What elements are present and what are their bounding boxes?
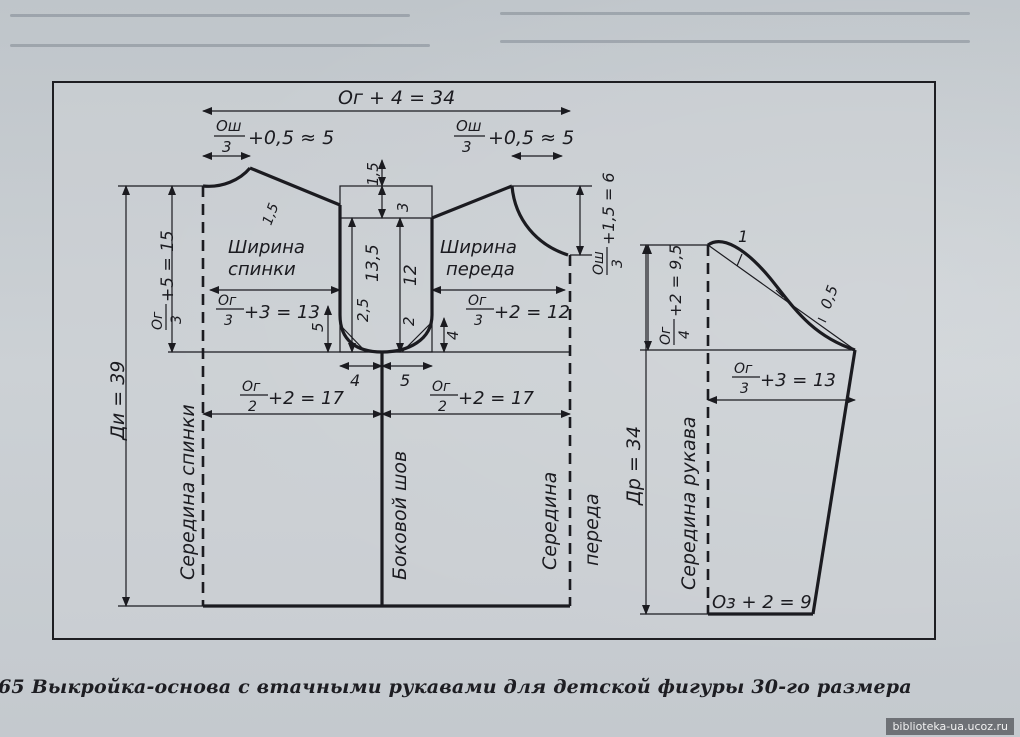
label-den4-cap: 4	[677, 330, 693, 339]
label-dim-5-bottom: 5	[400, 371, 410, 390]
label-den3-depth: 3	[169, 315, 185, 324]
label-og-num-hb: Ог	[242, 379, 261, 395]
label-den3-front: 3	[462, 138, 472, 156]
label-og-num-depth: Ог	[150, 311, 166, 330]
label-den2-hb: 2	[248, 399, 257, 415]
label-back-width-1: Ширина	[228, 237, 305, 258]
front-shoulder	[431, 184, 513, 220]
label-back-width-formula: +3 = 13	[244, 302, 320, 323]
label-den3-drop: 3	[610, 259, 626, 268]
label-og-num-sw: Ог	[734, 361, 753, 377]
bleed-text-line	[10, 14, 410, 17]
label-og-num-hf: Ог	[432, 379, 451, 395]
armhole-diag-l	[339, 324, 367, 353]
label-dim-2-5: 2,5	[354, 298, 372, 322]
label-den3-sw: 3	[740, 381, 749, 397]
label-front-width-1: Ширина	[440, 237, 517, 258]
sleeve-cap-chord	[707, 244, 856, 351]
label-sleeve-bottom: Оз + 2 = 9	[712, 592, 812, 613]
label-back-width-2: спинки	[228, 259, 296, 280]
label-front-width-2: переда	[446, 259, 515, 280]
label-dim-4-right: 4	[444, 330, 462, 340]
label-shoulder-slope-back: 1,5	[260, 201, 283, 227]
label-armhole-depth: +5 = 15	[158, 230, 178, 302]
label-dim-4-bottom: 4	[350, 371, 360, 390]
label-dim-2: 2	[400, 316, 418, 326]
label-hip-front: +2 = 17	[458, 388, 535, 409]
label-den3-fw: 3	[474, 313, 483, 329]
label-os-num-back: Ош	[216, 117, 242, 135]
label-cap-mark-05: 0,5	[817, 283, 842, 312]
cap-tick-2	[775, 289, 784, 298]
label-dim-12: 12	[401, 264, 421, 286]
watermark: biblioteka-ua.ucoz.ru	[886, 718, 1014, 735]
label-dim-5-left: 5	[309, 322, 327, 332]
label-side-seam: Боковой шов	[389, 451, 411, 580]
sleeve-outline	[707, 240, 857, 616]
label-hip-back: +2 = 17	[268, 388, 345, 409]
figure-caption: 65 Выкройка-основа с втачными рукавами д…	[0, 676, 912, 698]
figure-frame	[52, 81, 936, 640]
front-neckline	[510, 185, 569, 257]
label-og-num-fw: Ог	[468, 293, 487, 309]
label-den3-back: 3	[222, 138, 232, 156]
label-front-center-2: переда	[581, 493, 603, 566]
label-og-num-bw: Ог	[218, 293, 237, 309]
cap-tick-05	[817, 317, 827, 323]
label-sleeve-width: +3 = 13	[760, 370, 836, 391]
bleed-text-line	[10, 44, 430, 47]
label-os-num-drop: Ош	[591, 251, 607, 275]
label-shoulder-drop: +1,5 = 6	[599, 172, 618, 245]
label-sleeve-length: Др = 34	[623, 426, 645, 506]
label-length: Ди = 39	[107, 361, 129, 441]
label-os-num-front: Ош	[456, 117, 482, 135]
armhole-box	[339, 185, 433, 353]
label-front-width-formula: +2 = 12	[494, 302, 570, 323]
label-neck-back: +0,5 ≈ 5	[248, 127, 334, 149]
sleeve-cap-curve	[707, 240, 856, 352]
label-dim-1-5: 1,5	[364, 162, 382, 186]
bleed-text-line	[500, 12, 970, 15]
sleeve-underarm	[811, 349, 857, 615]
label-front-center-1: Середина	[539, 472, 561, 570]
label-cap-mark-1: 1	[738, 227, 748, 246]
label-og-num-cap: Ог	[658, 326, 674, 345]
label-sleeve-cap: +2 = 9,5	[666, 244, 685, 317]
label-width-total: Ог + 4 = 34	[338, 87, 455, 109]
label-sleeve-center: Середина рукава	[678, 416, 700, 590]
label-dim-13-5: 13,5	[363, 244, 383, 282]
label-dim-3: 3	[394, 202, 412, 212]
label-neck-front: +0,5 ≈ 5	[488, 127, 574, 149]
label-back-center: Середина спинки	[177, 404, 199, 580]
back-shoulder	[249, 166, 341, 207]
label-den2-hf: 2	[438, 399, 447, 415]
label-den3-bw: 3	[224, 313, 233, 329]
cap-tick-1	[736, 253, 743, 267]
back-neckline	[202, 166, 252, 188]
bleed-text-line	[500, 40, 970, 43]
armhole-diag-r	[401, 321, 433, 353]
